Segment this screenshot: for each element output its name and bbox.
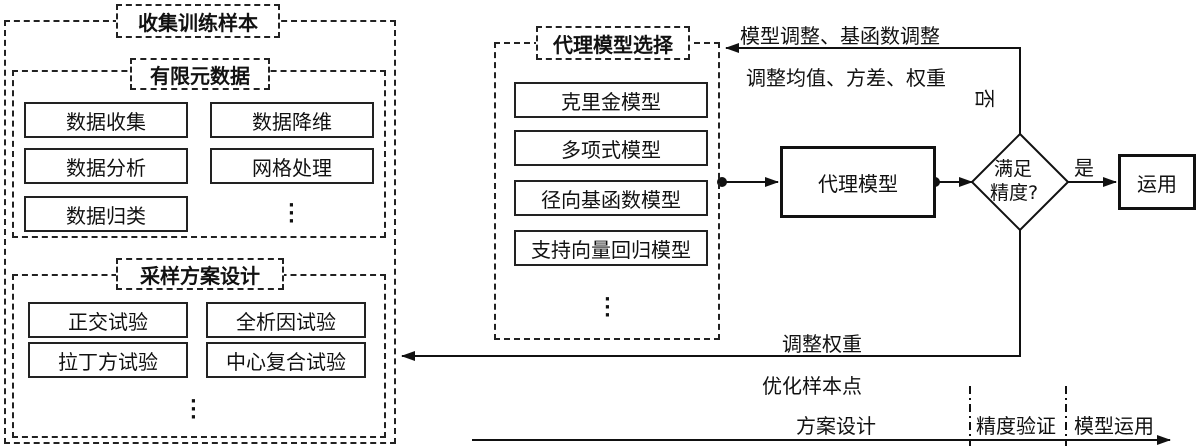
application-box: 运用 [1118, 154, 1196, 210]
surrogate-selection-title: 代理模型选择 [536, 26, 690, 60]
fem-item-data-collection: 数据收集 [24, 102, 188, 138]
sampling-design-title: 采样方案设计 [116, 258, 284, 290]
bottom-feedback-line2: 优化样本点 [762, 374, 862, 398]
model-item-polynomial: 多项式模型 [514, 130, 708, 166]
surrogate-model-box: 代理模型 [780, 146, 936, 218]
fem-item-data-analysis: 数据分析 [24, 148, 188, 184]
decision-diamond [970, 132, 1070, 232]
arrow-no-feedback-top [725, 43, 1021, 134]
feedback-line1: 模型调整、基函数调整 [740, 24, 940, 48]
model-ellipsis-icon: ··· [604, 289, 611, 326]
model-item-kriging: 克里金模型 [514, 82, 708, 118]
yes-label: 是 [1074, 156, 1094, 180]
fem-data-title: 有限元数据 [130, 58, 270, 90]
model-item-svr: 支持向量回归模型 [514, 230, 708, 266]
sampling-item-orthogonal: 正交试验 [28, 302, 188, 338]
sample-collection-title: 收集训练样本 [116, 4, 280, 38]
decision-line2: 精度? [990, 182, 1039, 204]
decision-line1: 满足 [994, 158, 1033, 180]
phase-scheme-design: 方案设计 [796, 414, 876, 438]
sampling-item-full-factorial: 全析因试验 [206, 302, 366, 338]
sampling-ellipsis-icon: ··· [190, 391, 197, 428]
fem-item-data-classification: 数据归类 [24, 196, 188, 232]
no-label: 否 [972, 88, 997, 109]
sampling-item-central-composite: 中心复合试验 [206, 342, 366, 378]
model-item-rbf: 径向基函数模型 [514, 180, 708, 216]
arrow-bottom-feedback [401, 230, 1021, 361]
phase-accuracy-verification: 精度验证 [976, 414, 1056, 438]
phase-model-application: 模型运用 [1074, 414, 1154, 438]
fem-item-mesh-processing: 网格处理 [210, 148, 374, 184]
feedback-line2: 调整均值、方差、权重 [746, 66, 946, 90]
bottom-feedback-line1: 调整权重 [782, 332, 862, 356]
sampling-item-latin-square: 拉丁方试验 [28, 342, 188, 378]
fem-item-dimension-reduction: 数据降维 [210, 102, 374, 138]
fem-ellipsis-icon: ··· [288, 195, 295, 232]
